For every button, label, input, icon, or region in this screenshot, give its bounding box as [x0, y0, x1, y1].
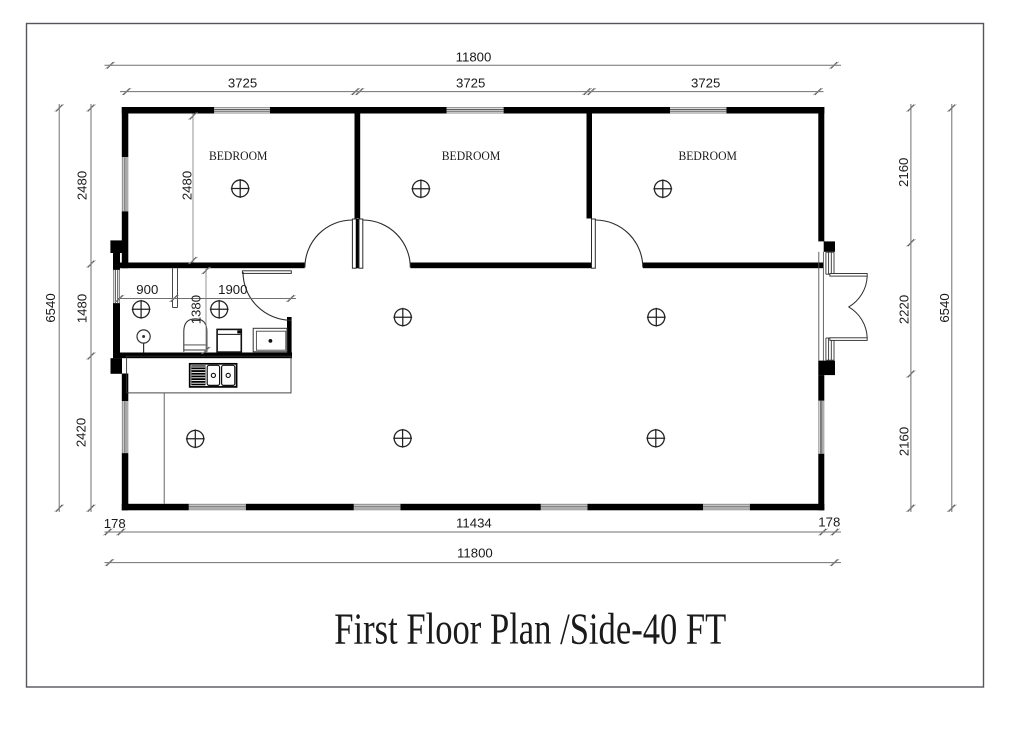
- svg-text:BEDROOM: BEDROOM: [678, 148, 737, 163]
- svg-text:2420: 2420: [74, 418, 89, 447]
- svg-text:11800: 11800: [456, 50, 492, 65]
- svg-text:2480: 2480: [74, 171, 89, 200]
- svg-text:BEDROOM: BEDROOM: [209, 148, 268, 163]
- svg-text:6540: 6540: [43, 293, 58, 322]
- svg-text:178: 178: [104, 516, 126, 531]
- svg-text:3725: 3725: [228, 76, 257, 91]
- svg-text:BEDROOM: BEDROOM: [442, 148, 501, 163]
- svg-text:3725: 3725: [691, 76, 720, 91]
- svg-text:178: 178: [818, 515, 840, 530]
- svg-text:11434: 11434: [456, 516, 492, 531]
- svg-text:6540: 6540: [937, 293, 952, 322]
- svg-text:900: 900: [136, 282, 158, 297]
- svg-text:3725: 3725: [456, 76, 485, 91]
- svg-text:11800: 11800: [457, 546, 493, 561]
- svg-text:1480: 1480: [74, 294, 89, 323]
- svg-text:2160: 2160: [897, 427, 912, 456]
- svg-text:2220: 2220: [896, 295, 911, 324]
- svg-text:1380: 1380: [188, 295, 203, 324]
- svg-text:2480: 2480: [180, 171, 195, 200]
- svg-text:First Floor Plan /Side-40 FT: First Floor Plan /Side-40 FT: [334, 605, 726, 654]
- svg-text:2160: 2160: [896, 158, 911, 187]
- svg-text:1900: 1900: [218, 282, 247, 297]
